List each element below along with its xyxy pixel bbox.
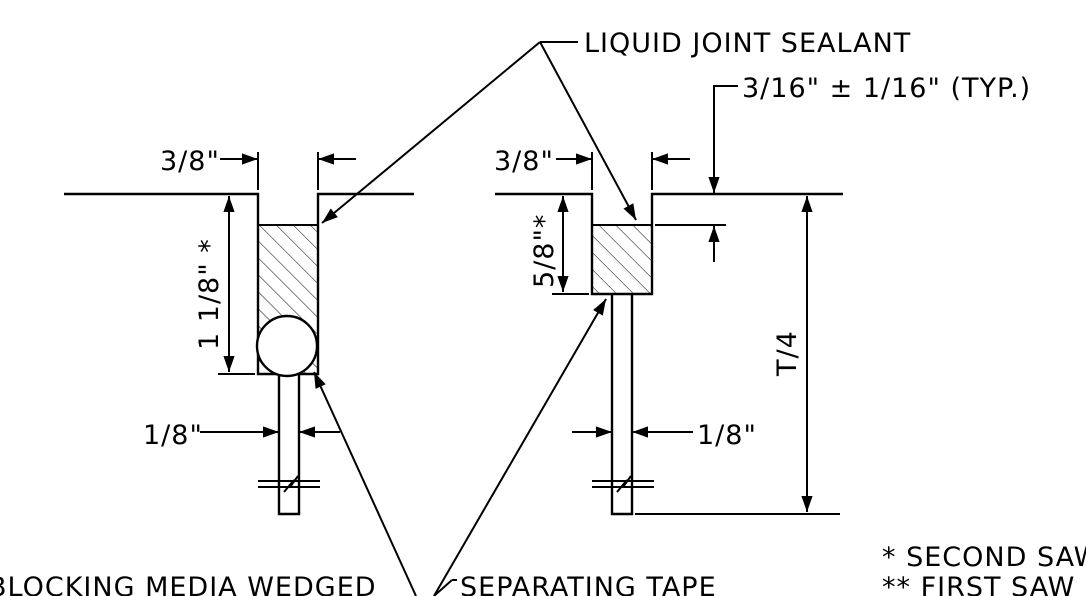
left-backer-rod: [255, 314, 319, 378]
note-first-saw: ** FIRST SAW: [882, 572, 1075, 596]
separating-tape-leader: SEPARATING TAPE: [433, 298, 717, 596]
blocking-media-label: BLOCKING MEDIA WEDGED: [0, 572, 377, 596]
liquid-joint-sealant-leader: LIQUID JOINT SEALANT: [321, 28, 911, 224]
right-sealant-hatch: [591, 224, 653, 295]
tolerance-dimension: 3/16" ± 1/16" (TYP.): [742, 73, 1031, 104]
left-saw-dimension: 1/8": [143, 420, 203, 451]
separating-tape-label: SEPARATING TAPE: [460, 572, 717, 596]
right-joint-detail: 3/8" 5/8"* 3/16" ± 1/16" (TYP.) T/4 1/8": [494, 73, 1031, 516]
right-width-dimension: 3/8": [494, 146, 554, 177]
note-second-saw: * SECOND SAW: [882, 542, 1086, 573]
blocking-media-leader: BLOCKING MEDIA WEDGED: [0, 371, 417, 596]
left-break-symbol: [258, 475, 320, 493]
right-break-symbol: [592, 475, 654, 493]
right-saw-dimension: 1/8": [697, 420, 757, 451]
right-depth-dimension: 5/8"*: [529, 214, 560, 288]
right-saw-cut: [610, 294, 634, 516]
liquid-joint-sealant-label: LIQUID JOINT SEALANT: [584, 28, 911, 59]
left-slab-surface-line: [64, 192, 414, 376]
left-depth-dimension: 1 1/8" *: [194, 238, 225, 350]
left-saw-cut: [277, 374, 301, 516]
t-over-4-dimension: T/4: [772, 330, 803, 377]
left-width-dimension: 3/8": [160, 146, 220, 177]
saw-notes: * SECOND SAW ** FIRST SAW: [882, 542, 1086, 596]
left-joint-detail: 3/8" 1 1/8" * 1/8": [64, 146, 414, 516]
